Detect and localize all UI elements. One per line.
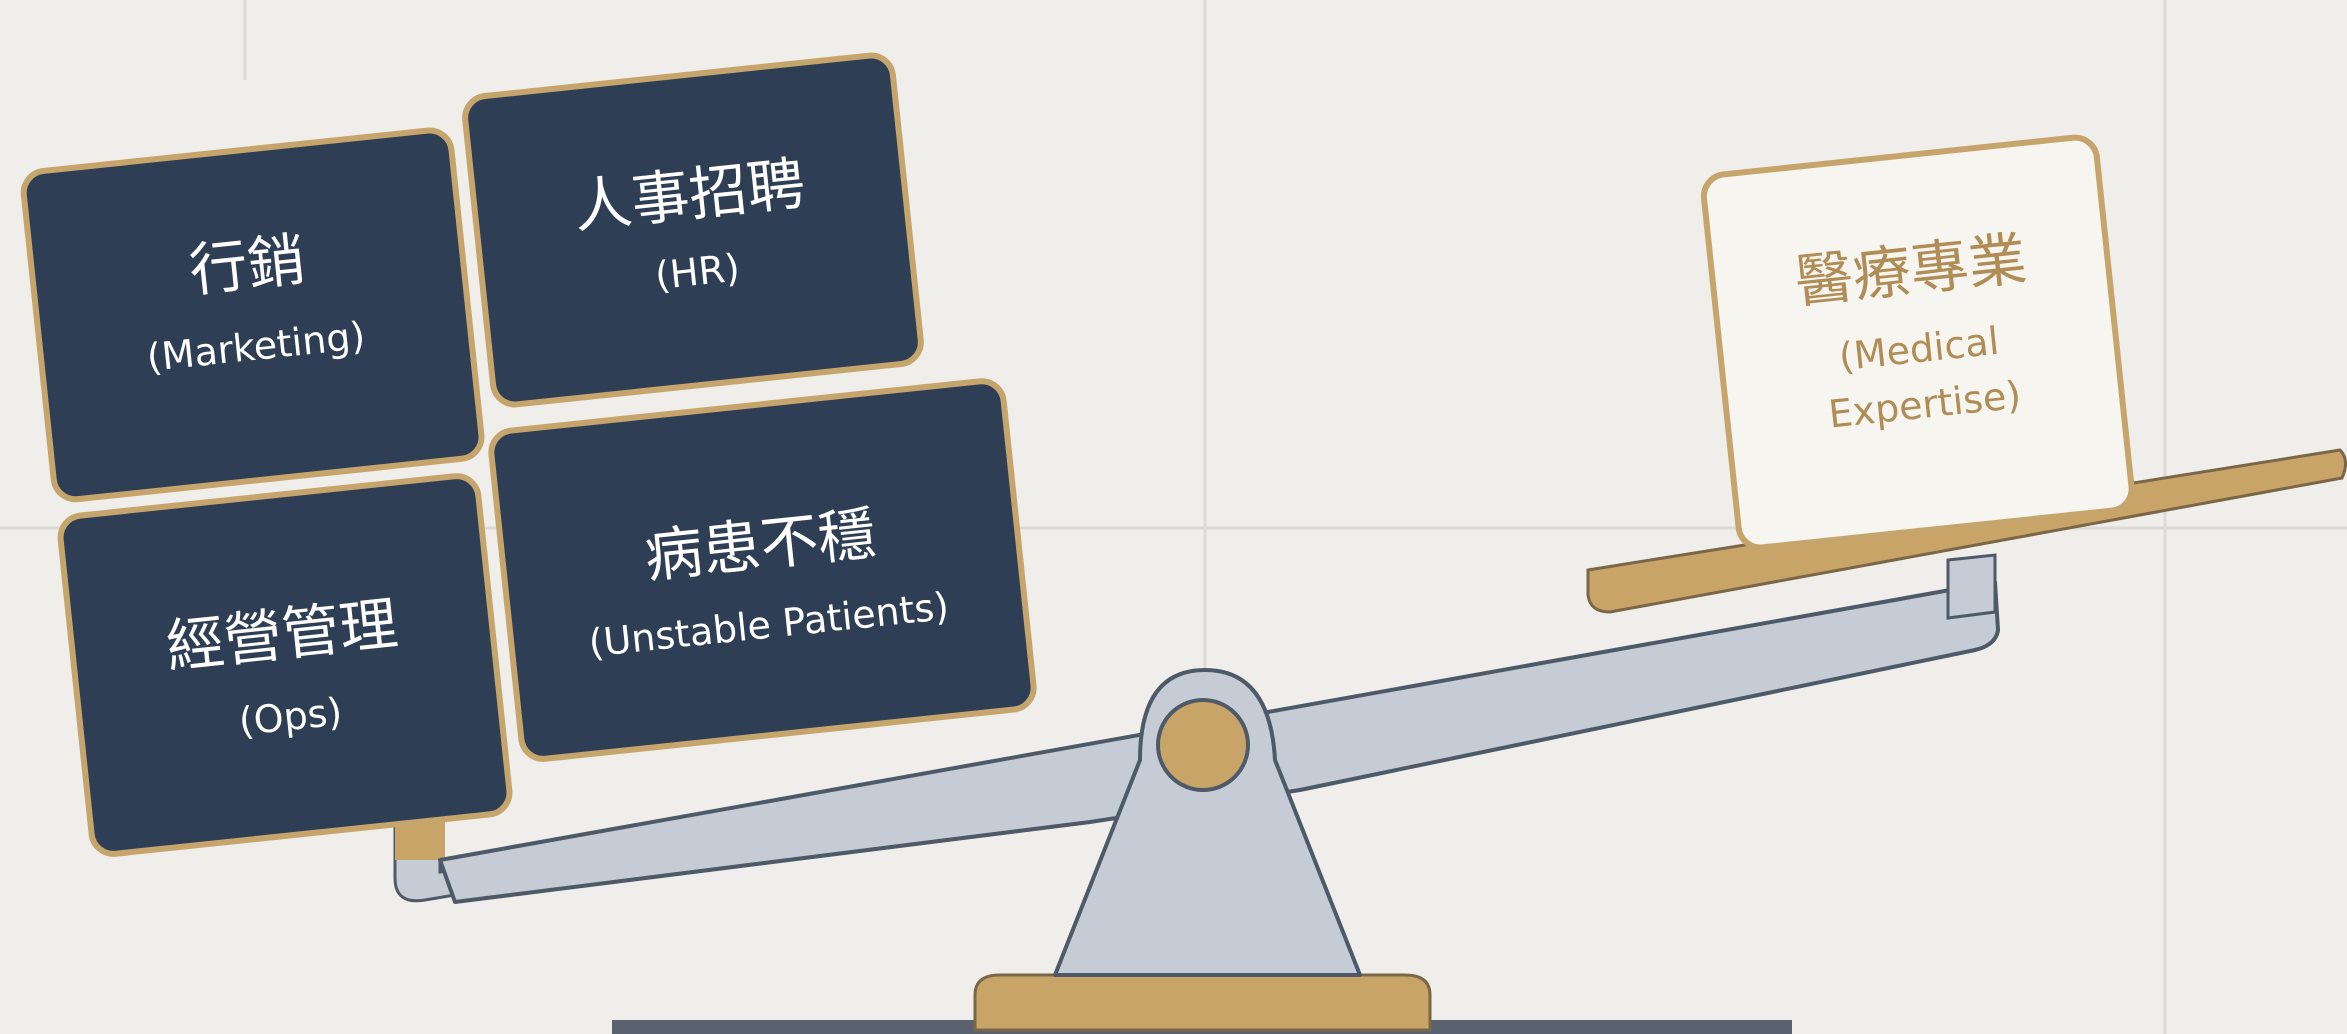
fulcrum-pivot — [1156, 698, 1250, 792]
scale-fulcrum-tower — [1053, 668, 1362, 977]
unstable-patients-block: 病患不穩 (Unstable Patients) — [488, 378, 1037, 762]
marketing-title: 行銷 — [186, 225, 308, 305]
marketing-block: 行銷 (Marketing) — [20, 127, 485, 503]
right-pan-support — [1946, 553, 1997, 620]
ops-subtitle: (Ops) — [237, 689, 345, 744]
medical-expertise-block: 醫療專業 (Medical Expertise) — [1700, 134, 2135, 551]
hr-subtitle: (HR) — [653, 245, 742, 298]
scale-pedestal — [973, 973, 1432, 1032]
ops-block: 經營管理 (Ops) — [57, 473, 513, 857]
right-pan — [1586, 448, 2347, 614]
hr-block: 人事招聘 (HR) — [462, 52, 924, 408]
